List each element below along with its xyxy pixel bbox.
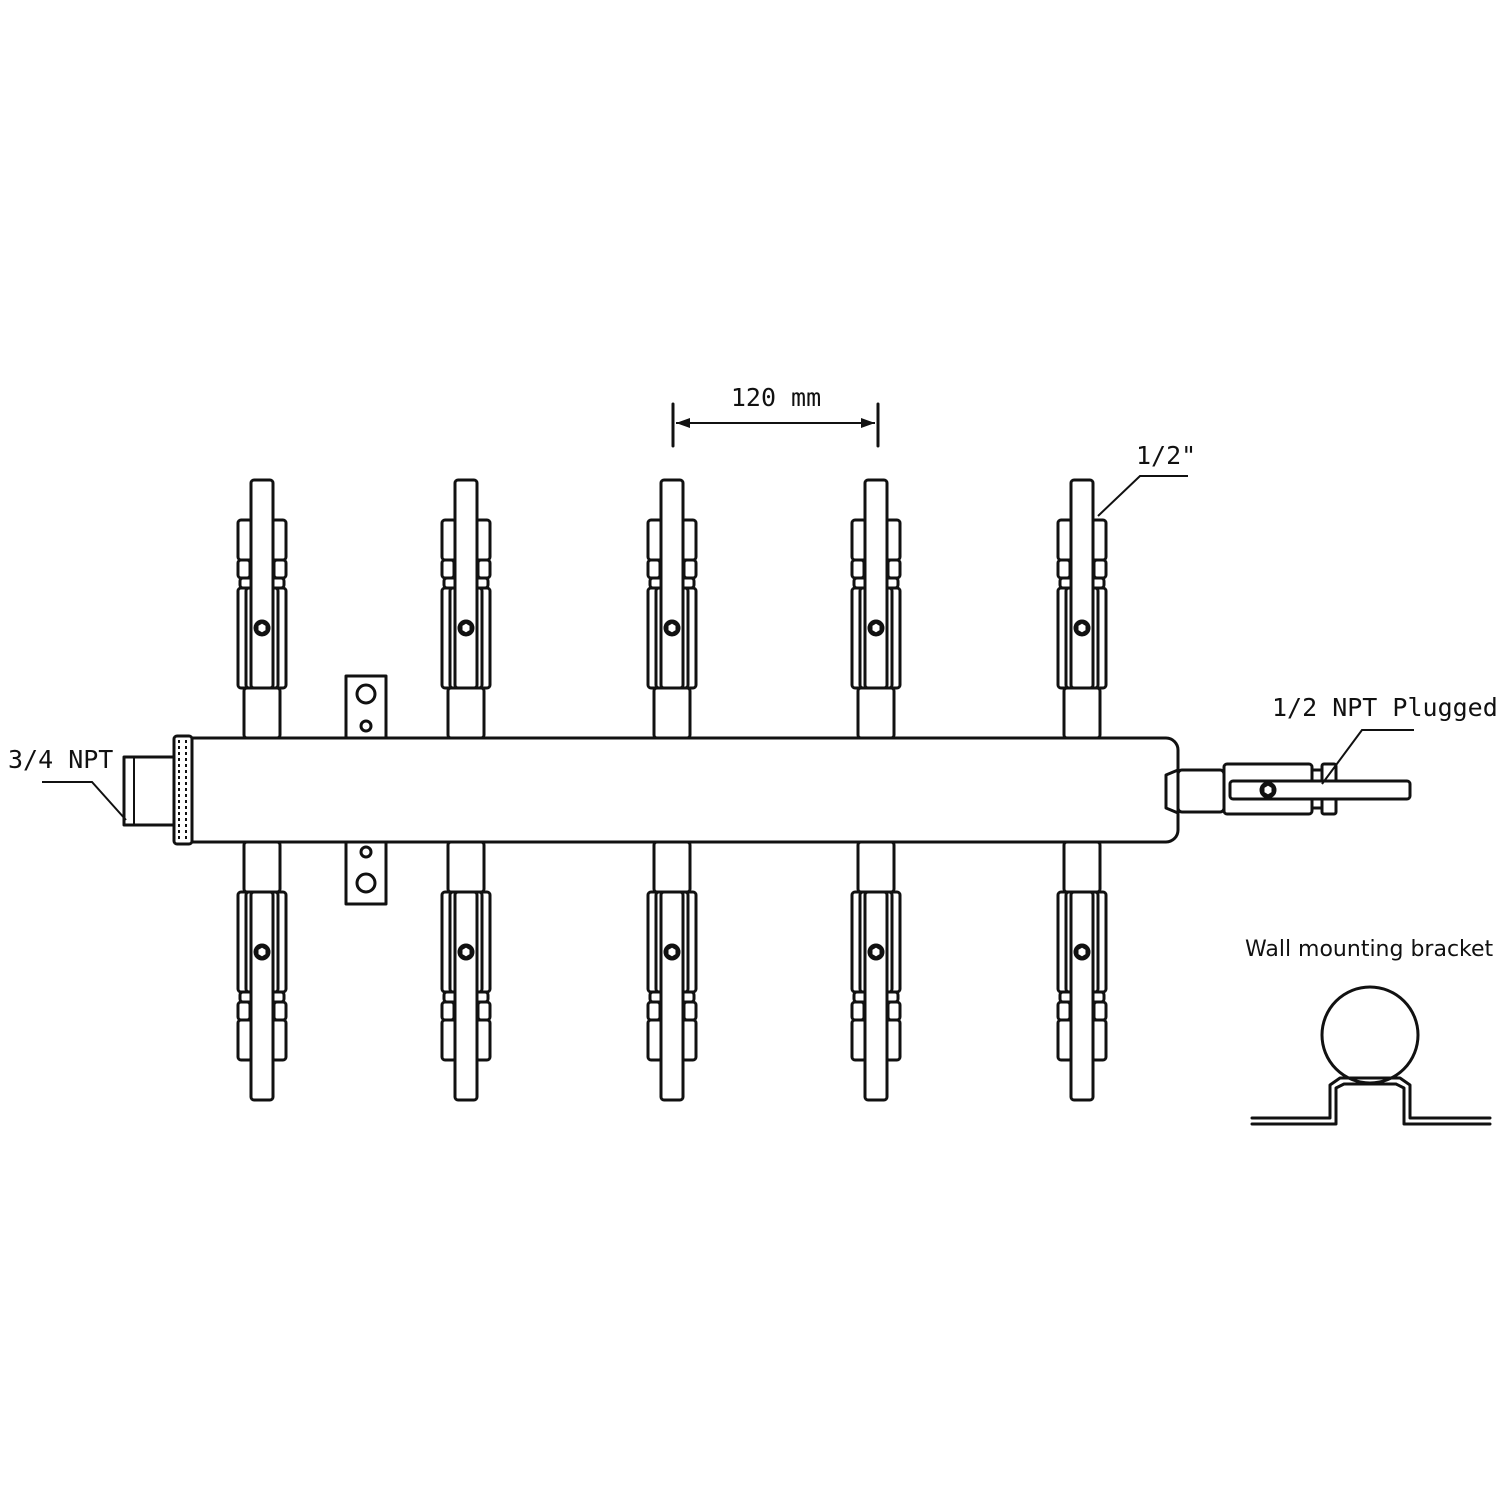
outlet-valve-bottom-5: [1056, 837, 1108, 1102]
end-port-callout: 1/2 NPT Plugged: [1272, 693, 1498, 785]
end-port-label: 1/2 NPT Plugged: [1272, 693, 1498, 722]
inlet-fitting: [122, 755, 176, 827]
bracket-tab-bottom: [344, 840, 388, 906]
end-port-plugged: [1164, 762, 1412, 816]
outlet-valve-top-2: [440, 478, 492, 743]
outlet-valve-top-4: [850, 478, 902, 743]
top-outlet-valves: [236, 478, 1108, 743]
manifold-body: [172, 734, 1180, 846]
outlet-size-label: 1/2": [1136, 441, 1196, 470]
bottom-outlet-valves: [236, 837, 1108, 1102]
outlet-valve-bottom-4: [850, 837, 902, 1102]
outlet-valve-bottom-2: [440, 837, 492, 1102]
outlet-valve-top-5: [1056, 478, 1108, 743]
wall-bracket-detail: Wall mounting bracket: [1245, 937, 1494, 1126]
bracket-tab-top: [344, 674, 388, 740]
bracket-caption: Wall mounting bracket: [1245, 937, 1494, 962]
inlet-callout: 3/4 NPT: [8, 745, 127, 821]
inlet-label: 3/4 NPT: [8, 745, 113, 774]
outlet-valve-top-1: [236, 478, 288, 743]
outlet-size-callout: 1/2": [1097, 441, 1196, 517]
spacing-dimension: 120 mm: [671, 383, 880, 448]
outlet-valve-bottom-3: [646, 837, 698, 1102]
outlet-valve-top-3: [646, 478, 698, 743]
spacing-label: 120 mm: [731, 383, 821, 412]
outlet-valve-bottom-1: [236, 837, 288, 1102]
